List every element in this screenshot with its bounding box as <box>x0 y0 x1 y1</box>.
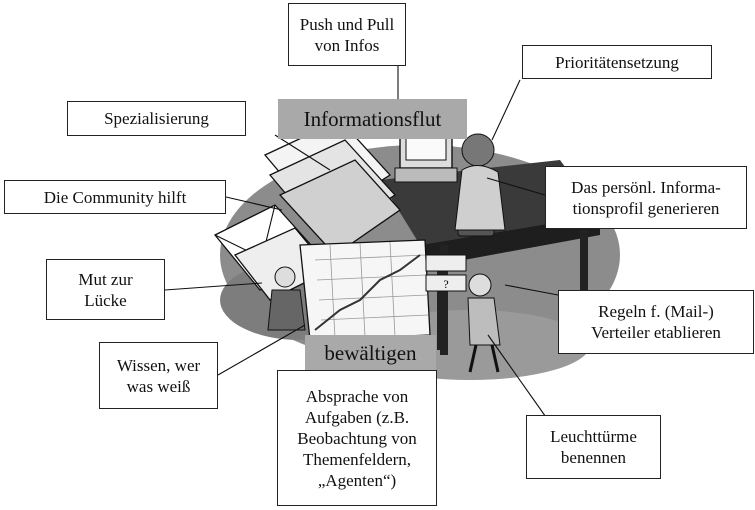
box-informationsprofil: Das persönl. Informa- tionsprofil generi… <box>545 166 747 229</box>
box-push-pull: Push und Pull von Infos <box>288 3 406 66</box>
box-community: Die Community hilft <box>4 180 226 214</box>
banner-informationsflut: Informationsflut <box>278 99 467 139</box>
box-wissen-wer: Wissen, wer was weiß <box>99 342 218 409</box>
box-absprache-aufgaben: Absprache von Aufgaben (z.B. Beobachtung… <box>277 370 437 506</box>
banner-bewaeltigen: bewältigen <box>305 335 436 372</box>
box-spezialisierung: Spezialisierung <box>67 101 246 136</box>
signpost-question-mark: ? <box>443 277 448 291</box>
box-mail-verteiler: Regeln f. (Mail-) Verteiler etablieren <box>558 290 754 354</box>
box-prioritaetensetzung: Prioritätensetzung <box>522 45 712 79</box>
box-mut-zur-luecke: Mut zur Lücke <box>46 259 165 320</box>
box-leuchttuerme: Leuchttürme benennen <box>526 415 661 479</box>
